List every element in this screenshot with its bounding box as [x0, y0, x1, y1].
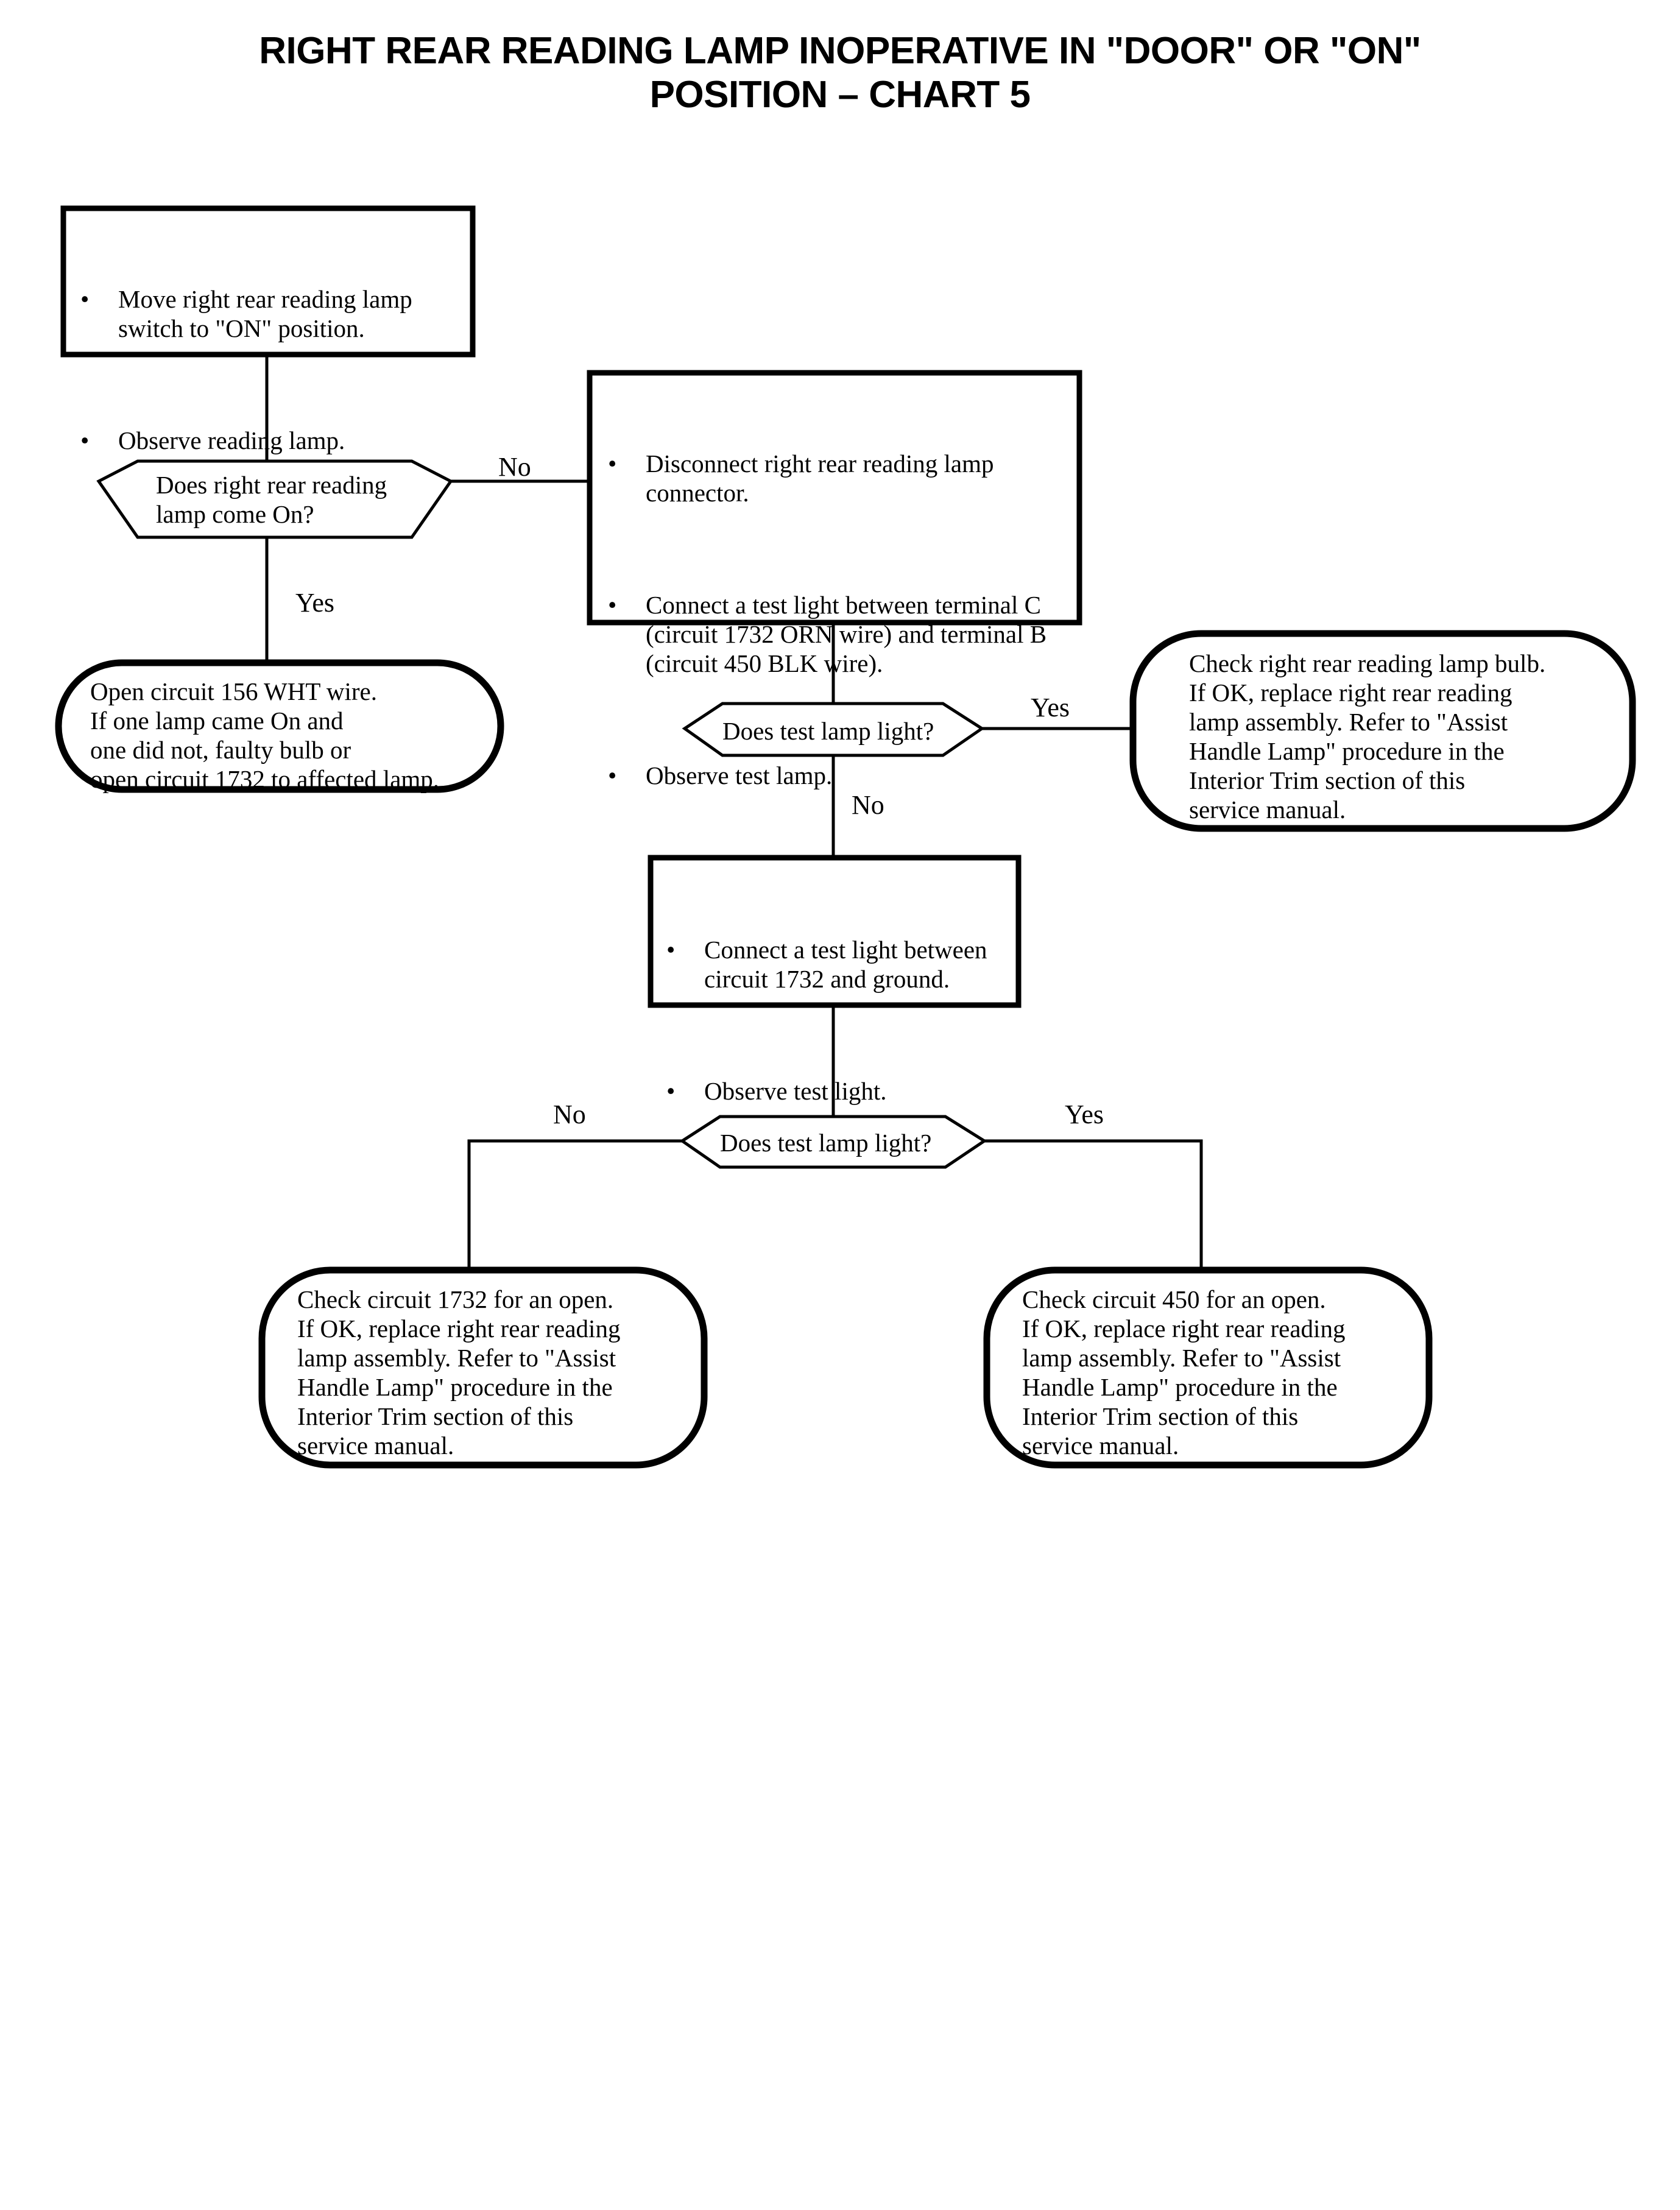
node-terminal2-text: Check right rear reading lamp bulb. If O…	[1189, 649, 1546, 824]
node-step3-bullet-1: Connect a test light between circuit 173…	[704, 935, 987, 993]
bullet-icon: •	[608, 449, 617, 478]
list-item: • Observe test light.	[662, 1077, 1015, 1106]
node-step2-bullet-2: Connect a test light between terminal C …	[646, 590, 1047, 677]
node-terminal1-text: Open circuit 156 WHT wire. If one lamp c…	[90, 677, 440, 793]
node-terminal2-shape[interactable]	[1129, 630, 1636, 832]
node-terminal3-shape[interactable]	[258, 1266, 708, 1469]
node-step2-bullet-3: Observe test lamp.	[646, 761, 833, 789]
edge-label-decision3-no: No	[553, 1100, 586, 1129]
node-decision3-label: Does test lamp light?	[720, 1129, 932, 1157]
edge-decision3-no-to-terminal3	[467, 1139, 682, 1270]
edge-label-decision1-no: No	[498, 452, 531, 482]
bullet-icon: •	[80, 426, 90, 454]
node-step3-box[interactable]	[648, 855, 1022, 1008]
node-step3-content: • Connect a test light between circuit 1…	[662, 877, 1015, 1165]
bullet-icon: •	[80, 284, 90, 313]
node-decision1-label: Does right rear reading lamp come On?	[156, 471, 387, 529]
edge-label-decision3-yes: Yes	[1065, 1100, 1104, 1129]
node-step1-bullet-2: Observe reading lamp.	[118, 426, 345, 454]
node-decision3-hexagon[interactable]	[679, 1115, 987, 1169]
list-item: • Observe test lamp.	[603, 761, 1078, 791]
list-item: • Connect a test light between terminal …	[603, 591, 1078, 679]
node-step2-bullet-1: Disconnect right rear reading lamp conne…	[646, 449, 994, 507]
edge-label-decision2-yes: Yes	[1031, 693, 1070, 722]
node-step1-box[interactable]	[60, 205, 476, 358]
node-terminal4-shape[interactable]	[983, 1266, 1433, 1469]
list-item: • Disconnect right rear reading lamp con…	[603, 450, 1078, 508]
bullet-icon: •	[608, 590, 617, 619]
edge-label-decision1-yes: Yes	[295, 588, 335, 618]
list-item: • Observe reading lamp.	[76, 426, 465, 456]
bullet-icon: •	[608, 761, 617, 789]
page-title-line-1: RIGHT REAR READING LAMP INOPERATIVE IN "…	[259, 30, 1421, 72]
node-terminal4-text: Check circuit 450 for an open. If OK, re…	[1022, 1285, 1346, 1460]
list-item: • Move right rear reading lamp switch to…	[76, 285, 465, 344]
node-step3-bullet-2: Observe test light.	[704, 1076, 887, 1105]
bullet-icon: •	[666, 935, 676, 964]
node-decision2-label: Does test lamp light?	[722, 717, 934, 745]
node-step1-content: • Move right rear reading lamp switch to…	[76, 227, 465, 514]
node-terminal1-shape[interactable]	[55, 659, 504, 793]
node-decision2-hexagon[interactable]	[682, 702, 985, 757]
edge-decision3-yes-to-terminal4	[984, 1139, 1203, 1270]
page-title: RIGHT REAR READING LAMP INOPERATIVE IN "…	[0, 29, 1680, 117]
edge-label-decision2-no: No	[852, 790, 884, 820]
node-terminal3-text: Check circuit 1732 for an open. If OK, r…	[297, 1285, 621, 1460]
node-decision1-hexagon[interactable]	[96, 459, 453, 539]
node-step2-content: • Disconnect right rear reading lamp con…	[603, 391, 1078, 849]
node-step1-bullet-1: Move right rear reading lamp switch to "…	[118, 284, 412, 342]
node-step2-box[interactable]	[587, 370, 1082, 626]
list-item: • Connect a test light between circuit 1…	[662, 936, 1015, 994]
page-title-line-2: POSITION – CHART 5	[649, 73, 1031, 116]
bullet-icon: •	[666, 1076, 676, 1105]
